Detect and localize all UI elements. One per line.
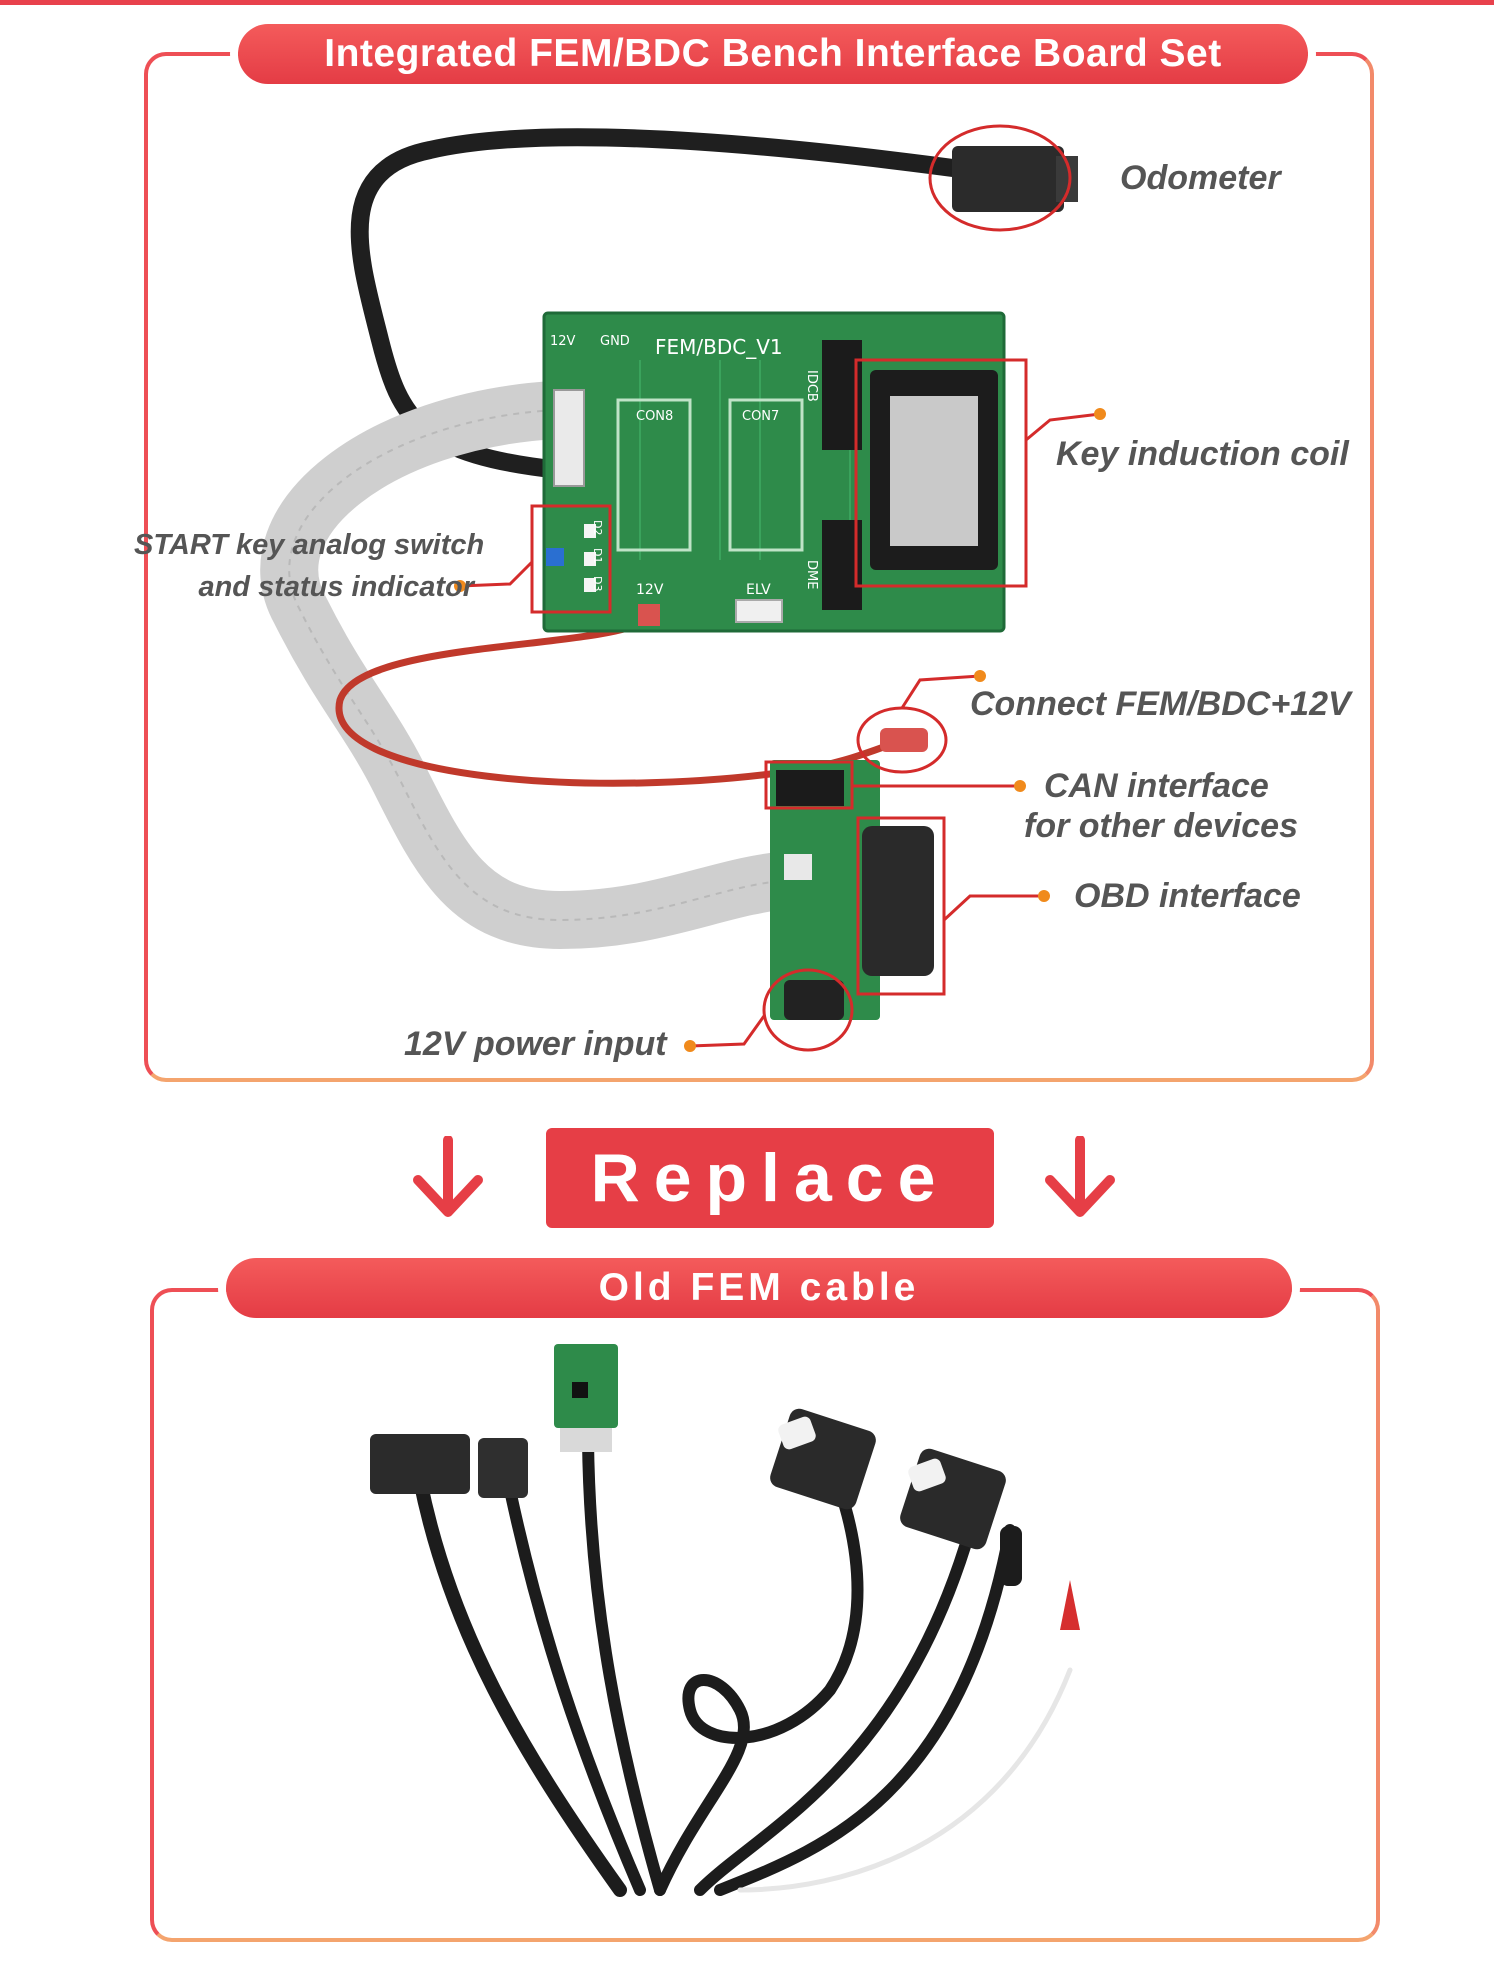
red-12v-wire — [335, 616, 914, 787]
can-interface-label-line2: for other devices — [1024, 807, 1298, 845]
power-input-label: 12V power input — [404, 1025, 667, 1063]
can-interface-label: CAN interface for other devices — [1024, 766, 1298, 846]
old-cable-banner: Old FEM cable — [226, 1258, 1292, 1318]
cable-loop — [654, 1484, 864, 1896]
obd-plug — [370, 1434, 470, 1494]
cable-board — [582, 1434, 666, 1896]
board-con8: CON8 — [636, 409, 673, 424]
board-d2: D2 — [591, 520, 604, 535]
board-jack-12v: 12V — [636, 582, 664, 598]
cable-small-connector — [504, 1484, 646, 1896]
odometer-callout — [928, 124, 1072, 232]
board-dme: DME — [804, 560, 819, 589]
board-set-illustration: FEM/BDC_V1 12V GND CON8 CON7 IDCB DME EL… — [260, 124, 1106, 1052]
small-plug — [478, 1438, 528, 1498]
board-12v: 12V — [550, 334, 576, 349]
board-idcb: IDCB — [804, 370, 819, 402]
cable-obd — [413, 1473, 627, 1897]
odometer-label: Odometer — [1120, 159, 1281, 197]
down-arrow-icon — [1045, 1136, 1115, 1217]
obd-callout — [856, 816, 946, 996]
start-switch-callout — [530, 504, 612, 614]
down-arrow-icon — [413, 1136, 483, 1217]
right-clamp — [900, 1448, 1006, 1550]
board-elv: ELV — [746, 582, 771, 598]
start-switch-label: START key analog switch and status indic… — [134, 524, 485, 608]
board-gnd: GND — [600, 334, 630, 349]
alligator-clip — [1060, 1580, 1080, 1630]
odometer-connector — [952, 146, 1064, 212]
can-interface-label-line1: CAN interface — [1044, 767, 1269, 805]
start-switch-label-line2: and status indicator — [198, 571, 474, 603]
board-set-banner: Integrated FEM/BDC Bench Interface Board… — [238, 24, 1308, 84]
obd-interface-label: OBD interface — [1074, 877, 1301, 915]
old-fem-cable-illustration — [370, 1344, 1080, 1897]
board-title: FEM/BDC_V1 — [655, 335, 783, 359]
white-wire — [737, 1667, 1073, 1893]
obd-adapter-board — [770, 760, 880, 1020]
replace-badge: Replace — [546, 1128, 994, 1228]
start-switch-label-line1: START key analog switch — [134, 529, 485, 561]
board-d3: D3 — [591, 576, 604, 591]
cable-right — [694, 1524, 976, 1896]
connect-12v-label: Connect FEM/BDC+12V — [970, 685, 1351, 723]
key-coil-callout — [854, 358, 1028, 588]
left-clamp — [770, 1408, 876, 1510]
round-plug — [1000, 1526, 1022, 1586]
key-coil-label: Key induction coil — [1056, 435, 1349, 473]
board-con7: CON7 — [742, 409, 779, 424]
obd-connector — [862, 826, 934, 976]
board-d1: D1 — [591, 548, 604, 563]
power-input-callout — [762, 968, 854, 1052]
cable-far-right — [714, 1524, 1016, 1896]
top-accent-line — [0, 0, 1494, 5]
